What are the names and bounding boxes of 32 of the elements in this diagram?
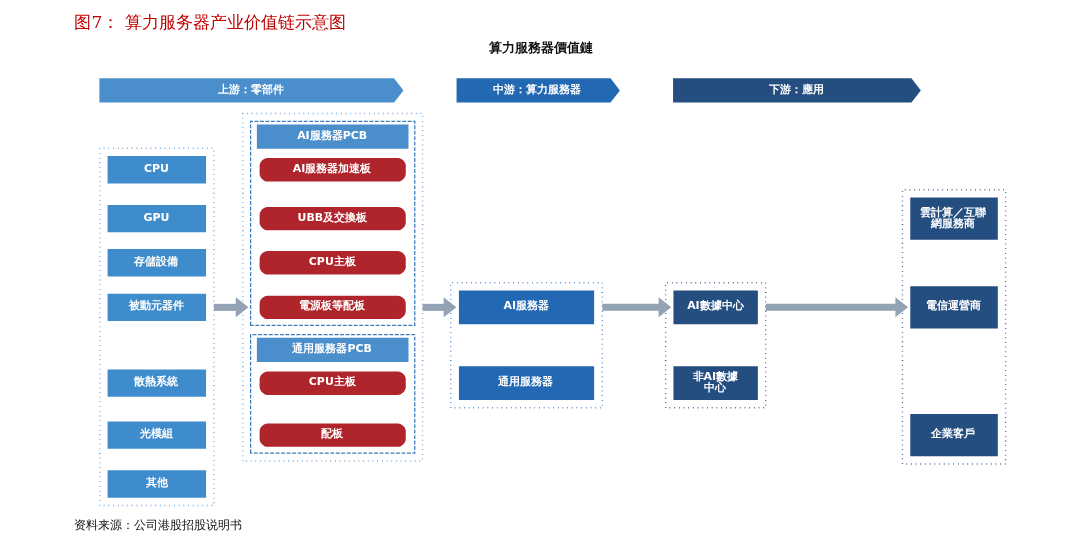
node-box: 配板: [259, 423, 406, 447]
cluster: [664, 282, 767, 409]
node-box: UBB及交換板: [259, 206, 406, 231]
node-box: AI服務器加速板: [259, 158, 406, 182]
node-box: 企業客戶: [910, 414, 998, 457]
node-box: 其他: [107, 470, 207, 498]
node-box: 被動元器件: [107, 293, 207, 322]
node-box: 電信運營商: [910, 286, 998, 329]
arrow: [213, 297, 249, 318]
caption: 资料来源：公司港股招股说明书: [74, 517, 243, 532]
arrow: [765, 297, 909, 318]
node-box: GPU: [107, 204, 207, 233]
node-box: AI數據中心: [673, 290, 758, 325]
node-box: 光模組: [107, 421, 207, 449]
node-box: AI服務器: [458, 290, 595, 325]
arrow: [602, 297, 672, 318]
label: 算力服務器價值鏈: [488, 40, 593, 56]
node-box: 電源板等配板: [259, 295, 406, 320]
node-box: 散熱系統: [107, 369, 207, 397]
diagram-title: 图7： 算力服务器产业价值链示意图: [74, 12, 346, 33]
node-box: CPU: [107, 156, 207, 184]
node-box: CPU主板: [259, 251, 406, 275]
node-box: 雲計算／互聯網服務商: [910, 197, 998, 240]
node-box: CPU主板: [259, 371, 406, 395]
node-box: 存儲設備: [107, 249, 207, 277]
cluster: [450, 282, 604, 409]
node-box: 非AI數據中心: [673, 366, 758, 400]
arrow: [422, 297, 457, 318]
cluster: [242, 112, 424, 462]
cluster: [901, 189, 1007, 465]
cluster: [99, 147, 215, 507]
node-box: 通用服務器: [458, 366, 595, 400]
